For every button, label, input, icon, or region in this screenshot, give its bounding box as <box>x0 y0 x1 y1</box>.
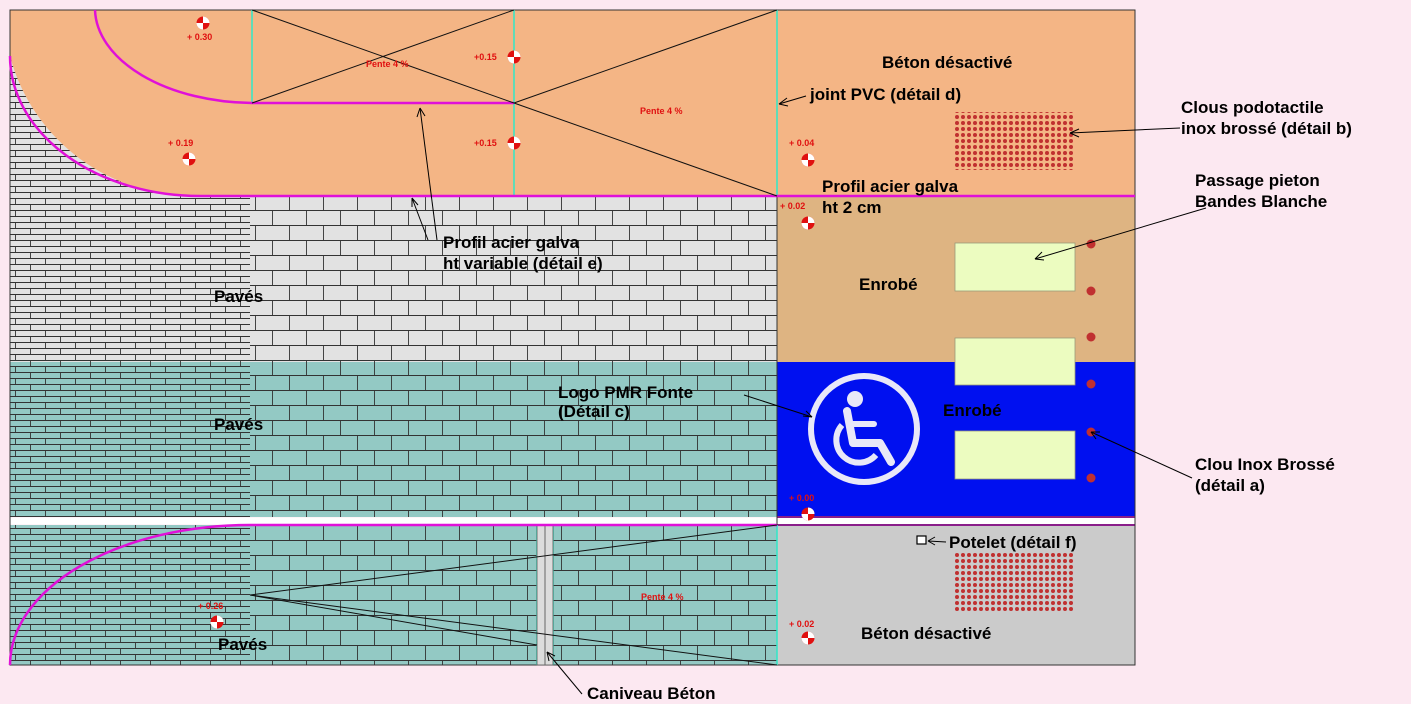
zone-enrobe-pmr: Enrobé <box>943 401 1002 420</box>
crossing-band <box>954 337 1076 386</box>
paving-teal-zone <box>10 362 777 517</box>
slope-label: Pente 4 % <box>641 592 684 602</box>
annotation-labels: joint PVC (détail d) Clous podotactile i… <box>443 85 1352 703</box>
label-caniveau: Caniveau Béton <box>587 684 715 703</box>
level-015b: +0.15 <box>474 138 497 148</box>
level-000: + 0.00 <box>789 493 814 503</box>
level-002b: + 0.02 <box>789 619 814 629</box>
tactile-stud-field <box>953 553 1075 611</box>
level-marker-icon <box>507 50 521 64</box>
label-profil-galva-1: Profil acier galva <box>822 177 959 196</box>
label-potelet: Potelet (détail f) <box>949 533 1077 552</box>
level-004: + 0.04 <box>789 138 814 148</box>
zone-paves: Pavés <box>214 415 263 434</box>
label-passage-2: Bandes Blanche <box>1195 192 1327 211</box>
crossing-band <box>954 242 1076 292</box>
slope-label: Pente 4 % <box>366 59 409 69</box>
zone-beton-top: Béton désactivé <box>882 53 1012 72</box>
plan-border <box>9 9 1136 666</box>
bollard-icon <box>916 535 927 545</box>
label-profil-var-2: ht variable (détail e) <box>443 254 603 273</box>
concrete-top-zone <box>10 10 1135 197</box>
level-019: + 0.19 <box>168 138 193 148</box>
stud-icon <box>1086 379 1096 389</box>
magenta-profiles <box>8 9 1135 666</box>
level-030: + 0.30 <box>187 32 212 42</box>
slope-lines <box>249 9 778 666</box>
label-passage-1: Passage pieton <box>1195 171 1320 190</box>
stud-icon <box>1086 332 1096 342</box>
zone-labels: Béton désactivé Enrobé Enrobé Pavés Pavé… <box>214 53 1012 654</box>
label-profil-var-1: Profil acier galva <box>443 233 580 252</box>
paving-teal-bottom-zone <box>10 525 777 665</box>
level-marker-icon <box>182 152 196 166</box>
zone-beton-bottom: Béton désactivé <box>861 624 991 643</box>
level-marker-icon <box>801 216 815 230</box>
zone-paves: Pavés <box>214 287 263 306</box>
level-marker-icon <box>507 136 521 150</box>
label-clous-1: Clous podotactile <box>1181 98 1324 117</box>
label-joint-pvc: joint PVC (détail d) <box>809 85 961 104</box>
label-logo-pmr-1: Logo PMR Fonte <box>558 383 693 402</box>
label-clous-2: inox brossé (détail b) <box>1181 119 1352 138</box>
level-marker-icon <box>210 615 224 629</box>
level-002a: + 0.02 <box>780 201 805 211</box>
label-clou-inox-2: (détail a) <box>1195 476 1265 495</box>
level-marker-icon <box>196 16 210 30</box>
stud-icon <box>1086 286 1096 296</box>
wheelchair-icon <box>808 373 920 485</box>
slope-label: Pente 4 % <box>640 106 683 116</box>
level-marker-icon <box>801 631 815 645</box>
level-markers <box>182 16 815 645</box>
label-clou-inox-1: Clou Inox Brossé <box>1195 455 1335 474</box>
leader-arrows <box>411 95 1207 695</box>
tactile-stud-field <box>953 112 1075 170</box>
crossing-band <box>954 430 1076 480</box>
level-026: + 0.26 <box>198 601 223 611</box>
level-marker-icon <box>801 153 815 167</box>
label-logo-pmr-2: (Détail c) <box>558 402 630 421</box>
stud-icon <box>1086 473 1096 483</box>
zone-enrobe: Enrobé <box>859 275 918 294</box>
label-profil-galva-2: ht 2 cm <box>822 198 882 217</box>
zone-paves: Pavés <box>218 635 267 654</box>
level-015a: +0.15 <box>474 52 497 62</box>
alt-texts: + 0.30 +0.15 +0.15 + 0.19 + 0.04 + 0.02 … <box>168 32 814 629</box>
level-marker-icon <box>801 507 815 521</box>
